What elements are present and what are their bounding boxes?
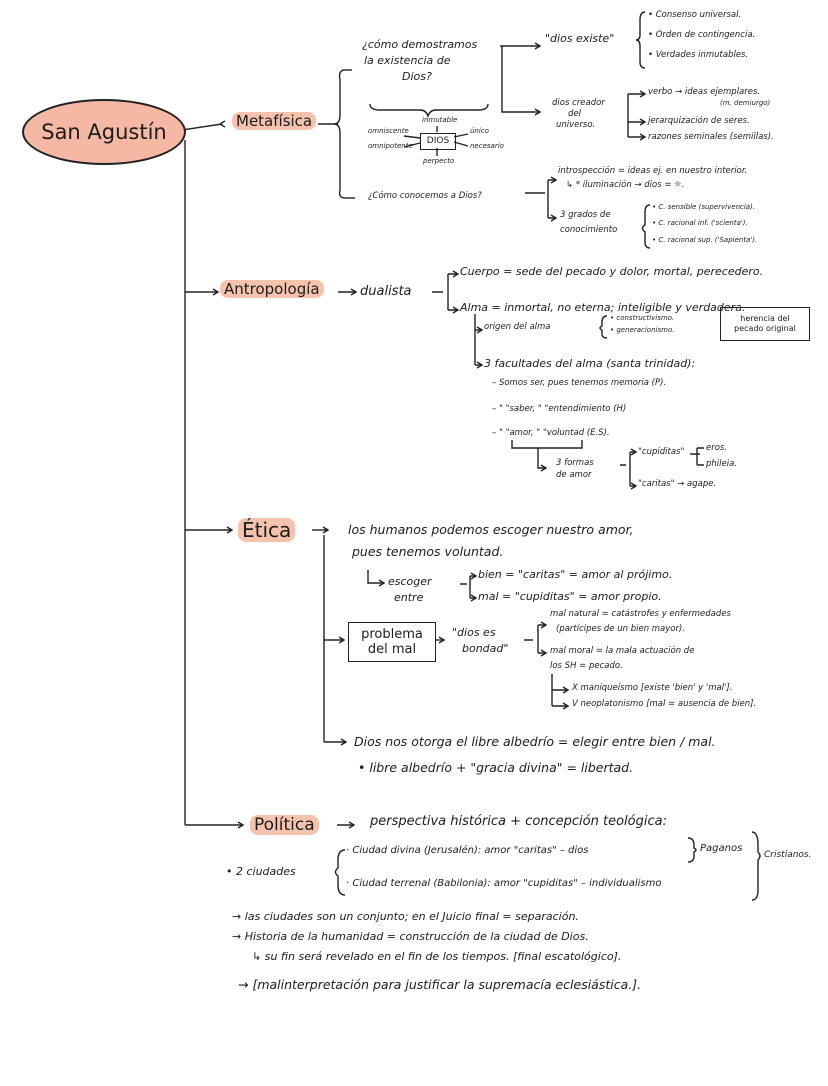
origen-item: • generacionismo. bbox=[610, 326, 675, 334]
mal-natural: mal natural = catástrofes y enfermedades bbox=[550, 609, 731, 619]
formas-amor: 3 formas bbox=[556, 458, 594, 468]
mal-natural: (partícipes de un bien mayor). bbox=[556, 624, 686, 634]
origen-alma: origen del alma bbox=[484, 322, 551, 332]
existe-item: • Verdades inmutables. bbox=[648, 50, 749, 60]
creador-item: jerarquización de seres. bbox=[648, 116, 750, 126]
creador-item: verbo → ideas ejemplares. bbox=[648, 87, 761, 97]
paganos-label: Paganos bbox=[700, 843, 743, 854]
bondad-label: "dios es bbox=[452, 626, 496, 639]
cristianos-label: Cristianos. bbox=[764, 850, 812, 860]
attr-necesario: necesario bbox=[470, 142, 504, 150]
root-node: San Agustín bbox=[22, 99, 186, 165]
etica-line: pues tenemos voluntad. bbox=[352, 544, 504, 559]
ciudades-label: • 2 ciudades bbox=[226, 865, 296, 878]
politica-note: → las ciudades son un conjunto; en el Ju… bbox=[232, 910, 579, 923]
facultad-item: – " "saber, " "entendimiento (H) bbox=[492, 404, 627, 414]
section-metafisica-title: Metafísica bbox=[232, 112, 317, 130]
cuerpo-text: Cuerpo = sede del pecado y dolor, mortal… bbox=[460, 265, 764, 278]
maniqueismo: X maniqueísmo [existe 'bien' y 'mal']. bbox=[572, 683, 733, 693]
creador-line: universo. bbox=[556, 120, 596, 130]
question-conocer: ¿Cómo conocemos a Dios? bbox=[368, 191, 482, 201]
mal-moral: mal moral = la mala actuación de bbox=[550, 646, 695, 656]
existe-item: • Orden de contingencia. bbox=[648, 30, 756, 40]
attr-unico: único bbox=[470, 127, 489, 135]
question-existence-line: la existencia de bbox=[364, 54, 451, 67]
albedrio-text: Dios nos otorga el libre albedrío = eleg… bbox=[354, 734, 716, 749]
alma-text: Alma = inmortal, no eterna; inteligible … bbox=[460, 301, 746, 314]
mal-text: mal = "cupiditas" = amor propio. bbox=[478, 590, 662, 603]
neoplatonismo: V neoplatonismo [mal = ausencia de bien]… bbox=[572, 699, 757, 709]
section-etica-title: Ética bbox=[238, 518, 296, 542]
attr-inmutable: inmutable bbox=[422, 116, 458, 124]
grado-item: • C. racional inf. ('scienta'). bbox=[652, 219, 748, 227]
q2-item: 3 grados de bbox=[560, 210, 611, 220]
bondad-label: bondad" bbox=[462, 642, 509, 655]
question-existence-line: Dios? bbox=[402, 70, 432, 83]
phileia-label: phileia. bbox=[706, 459, 738, 469]
attr-omniscente: omniscente bbox=[368, 127, 409, 135]
facultad-item: – Somos ser, pues tenemos memoria (P). bbox=[492, 378, 667, 388]
facultad-item: – " "amor, " "voluntad (E.S). bbox=[492, 428, 610, 438]
q2-item: ↳ * iluminación → dios = ☼. bbox=[566, 180, 685, 190]
politica-note: → [malinterpretación para justificar la … bbox=[238, 977, 642, 992]
creador-line: del bbox=[568, 109, 581, 119]
grado-item: • C. sensible (supervivencia). bbox=[652, 203, 756, 211]
creador-item-note: (m. demiurgo) bbox=[720, 99, 771, 107]
creador-line: dios creador bbox=[552, 98, 605, 108]
politica-note: → Historia de la humanidad = construcció… bbox=[232, 930, 589, 943]
formas-amor: de amor bbox=[556, 470, 592, 480]
existe-item: • Consenso universal. bbox=[648, 10, 742, 20]
escoger-label: escoger bbox=[388, 575, 432, 588]
eros-label: eros. bbox=[706, 443, 728, 453]
grado-item: • C. racional sup. ('Sapienta'). bbox=[652, 236, 758, 244]
politica-line: perspectiva histórica + concepción teoló… bbox=[370, 814, 667, 829]
ciudad-divina: · Ciudad divina (Jerusalén): amor "carit… bbox=[346, 845, 589, 856]
mal-moral: los SH = pecado. bbox=[550, 661, 623, 671]
attr-perpecto: perpecto bbox=[423, 157, 455, 165]
section-politica-title: Política bbox=[250, 815, 319, 835]
facultades-title: 3 facultades del alma (santa trinidad): bbox=[484, 357, 696, 370]
dios-existe-label: "dios existe" bbox=[545, 32, 615, 45]
creador-item: razones seminales (semillas). bbox=[648, 132, 774, 142]
attr-omnipotente: omnipotente bbox=[368, 142, 413, 150]
cupiditas-label: "cupiditas" bbox=[638, 447, 685, 457]
section-antropologia-title: Antropología bbox=[220, 280, 324, 298]
bien-text: bien = "caritas" = amor al prójimo. bbox=[478, 568, 673, 581]
politica-note: ↳ su fin será revelado en el fin de los … bbox=[252, 950, 622, 963]
question-existence-line: ¿cómo demostramos bbox=[362, 38, 478, 51]
escoger-label: entre bbox=[394, 591, 424, 604]
dios-box: DIOS bbox=[420, 133, 456, 150]
q2-item: introspección = ideas ej. en nuestro int… bbox=[558, 166, 748, 176]
caritas-label: "caritas" → agape. bbox=[638, 479, 717, 489]
etica-line: los humanos podemos escoger nuestro amor… bbox=[348, 522, 634, 537]
ciudad-terrenal: · Ciudad terrenal (Babilonia): amor "cup… bbox=[346, 878, 662, 889]
dualista-label: dualista bbox=[360, 284, 412, 299]
libertad-text: • libre albedrío + "gracia divina" = lib… bbox=[358, 760, 634, 775]
origen-item: • constructivismo. bbox=[610, 314, 675, 322]
q2-item: conocimiento bbox=[560, 225, 618, 235]
